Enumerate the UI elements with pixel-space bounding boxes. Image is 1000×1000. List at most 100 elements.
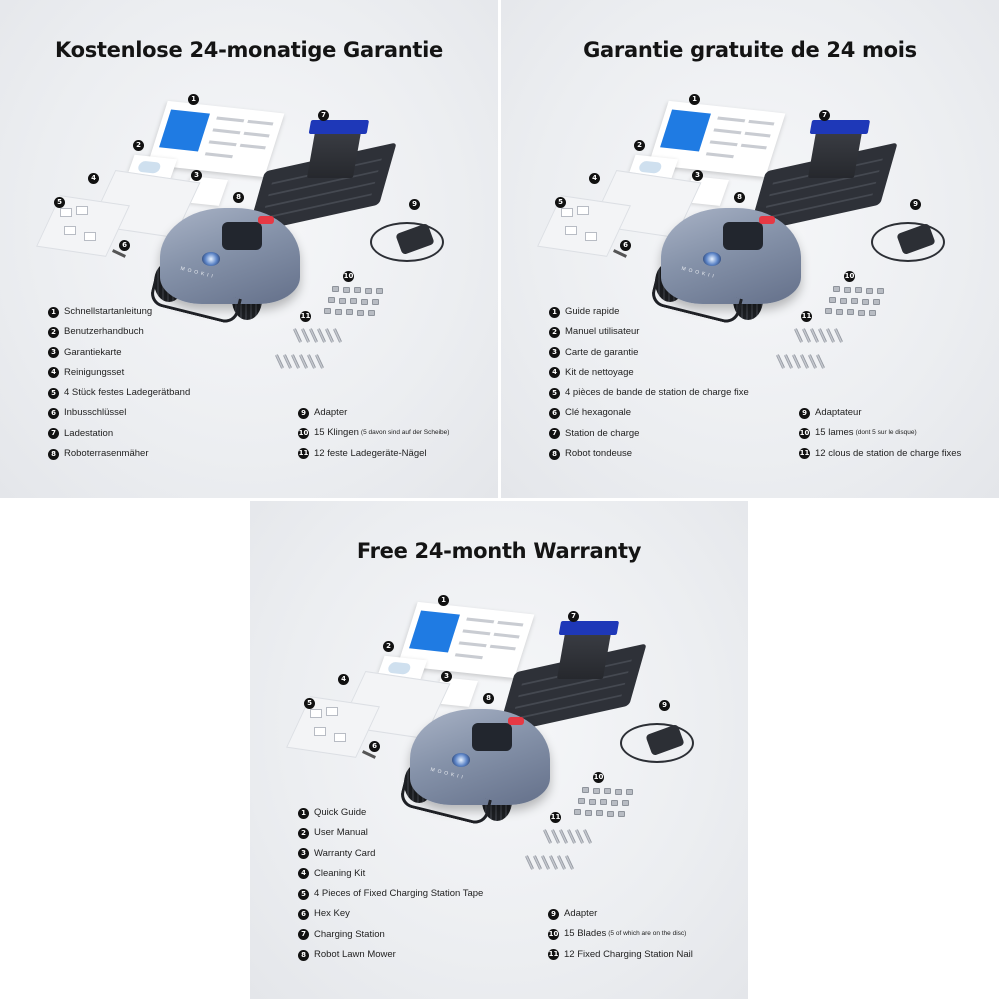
item-label: 12 clous de station de charge fixes: [815, 447, 962, 459]
blade-piece: [339, 297, 346, 304]
station-cap-accent: [308, 120, 370, 134]
item-number: 4: [549, 367, 560, 379]
blade-piece: [618, 811, 625, 817]
adapter-cable: [620, 723, 694, 763]
blade-piece: [343, 286, 350, 293]
station-nail: [582, 829, 593, 844]
callout-11: 11: [550, 812, 561, 823]
blade-piece: [825, 308, 832, 314]
item-label: Hex Key: [314, 908, 350, 920]
item-label: Roboterrasenmäher: [64, 448, 149, 460]
tape-piece: [76, 206, 88, 215]
item-number: 7: [48, 428, 59, 440]
tape-piece: [577, 206, 589, 215]
item-number: 6: [48, 407, 59, 419]
mower-brand: MOOKII: [680, 265, 718, 281]
item-label: Manuel utilisateur: [565, 326, 640, 338]
callout-7: 7: [568, 611, 579, 622]
blade-piece: [596, 810, 603, 816]
item-label: Adapter: [564, 908, 598, 919]
adapter-cable: [370, 222, 444, 262]
callout-8: 8: [483, 693, 494, 704]
contents-item: 9 Adapter: [548, 908, 695, 928]
blade-piece: [877, 288, 884, 294]
item-number: 5: [549, 387, 560, 399]
blade-piece: [368, 310, 375, 316]
blade-piece: [324, 308, 331, 314]
item-number: 2: [549, 326, 560, 338]
tape-piece: [64, 226, 76, 235]
blade-piece: [372, 299, 379, 305]
item-number: 6: [298, 908, 309, 920]
callout-11: 11: [801, 311, 812, 322]
item-number: 1: [48, 306, 59, 318]
item-number: 11: [548, 949, 559, 961]
mower-brand: MOOKII: [429, 766, 467, 782]
mower-sensor-icon: [703, 252, 721, 266]
callout-8: 8: [233, 192, 244, 203]
item-label: Charging Station: [314, 928, 385, 940]
station-tape-sheet: [286, 696, 380, 758]
panel-title: Garantie gratuite de 24 mois: [583, 38, 917, 62]
robot-lawn-mower: MOOKII: [410, 709, 550, 805]
callout-9: 9: [659, 700, 670, 711]
package-panel-en: Free 24-month Warranty: [250, 501, 748, 999]
blade-piece: [600, 799, 607, 805]
contents-item: 6 Inbusschlüssel: [48, 407, 192, 427]
item-number: 3: [48, 347, 59, 359]
tape-piece: [585, 232, 597, 241]
blade-piece: [833, 286, 840, 292]
tape-piece: [565, 226, 577, 235]
item-label: Quick Guide: [314, 807, 367, 818]
blade-piece: [574, 809, 581, 815]
item-label: Robot Lawn Mower: [314, 949, 396, 961]
item-label: Adapter: [314, 407, 348, 418]
callout-4: 4: [589, 173, 600, 184]
tape-piece: [334, 733, 346, 742]
callout-6: 6: [369, 741, 380, 752]
blade-piece: [350, 298, 357, 304]
blade-piece: [357, 309, 364, 316]
callout-2: 2: [383, 641, 394, 652]
blade-piece: [862, 298, 869, 305]
blade-piece: [354, 287, 361, 293]
blade-piece: [376, 288, 383, 294]
item-number: 7: [549, 428, 560, 440]
blade-piece: [346, 309, 353, 315]
blade-piece: [332, 286, 339, 292]
callout-1: 1: [188, 94, 199, 105]
item-number: 5: [48, 387, 59, 399]
tape-piece: [326, 707, 338, 716]
item-label: Adaptateur: [815, 407, 862, 418]
panel-title: Kostenlose 24-monatige Garantie: [55, 38, 443, 62]
blade-piece: [858, 309, 865, 316]
contents-item: 6 Hex Key: [298, 908, 485, 928]
callout-10: 10: [593, 772, 604, 783]
item-number: 9: [548, 908, 559, 920]
item-label: Inbusschlüssel: [64, 407, 127, 419]
item-label: Kit de nettoyage: [565, 366, 634, 378]
station-cap-accent: [558, 621, 620, 635]
callout-10: 10: [844, 271, 855, 282]
tape-piece: [60, 208, 72, 217]
item-number: 10: [298, 427, 309, 439]
item-number: 1: [549, 306, 560, 318]
callout-9: 9: [409, 199, 420, 210]
callout-1: 1: [689, 94, 700, 105]
item-label: Clé hexagonale: [565, 407, 632, 419]
